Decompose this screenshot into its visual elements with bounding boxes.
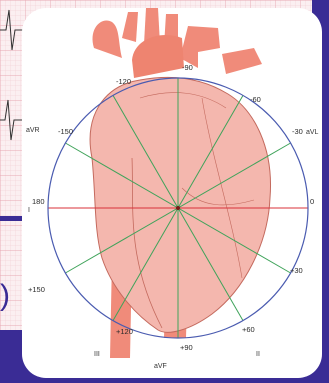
label-minus30: -30 — [292, 127, 303, 136]
label-plus60: +60 — [242, 325, 255, 334]
label-plus150: +150 — [28, 285, 45, 294]
partial-glyph: ) — [0, 279, 10, 312]
center-point — [176, 206, 180, 210]
heart-illustration — [90, 8, 270, 358]
label-minus150: -150 — [58, 127, 73, 136]
lead-i: I — [28, 207, 30, 214]
label-plus30: +30 — [290, 266, 303, 275]
label-minus90: -90 — [182, 63, 193, 72]
lead-iii: III — [94, 351, 100, 358]
label-minus60: -60 — [250, 95, 261, 104]
label-plus90: +90 — [180, 343, 193, 352]
label-0: 0 — [310, 197, 314, 206]
lead-avr: aVR — [26, 127, 40, 134]
hexaxial-reference-diagram: -90 -120 -60 -150 -30 180 0 +150 +30 +12… — [22, 8, 322, 378]
lead-avl: aVL — [306, 129, 319, 136]
label-180: 180 — [32, 197, 45, 206]
label-plus120: +120 — [116, 327, 133, 336]
lead-ii: II — [256, 351, 260, 358]
label-minus120: -120 — [116, 77, 131, 86]
lead-avf: aVF — [154, 363, 167, 370]
